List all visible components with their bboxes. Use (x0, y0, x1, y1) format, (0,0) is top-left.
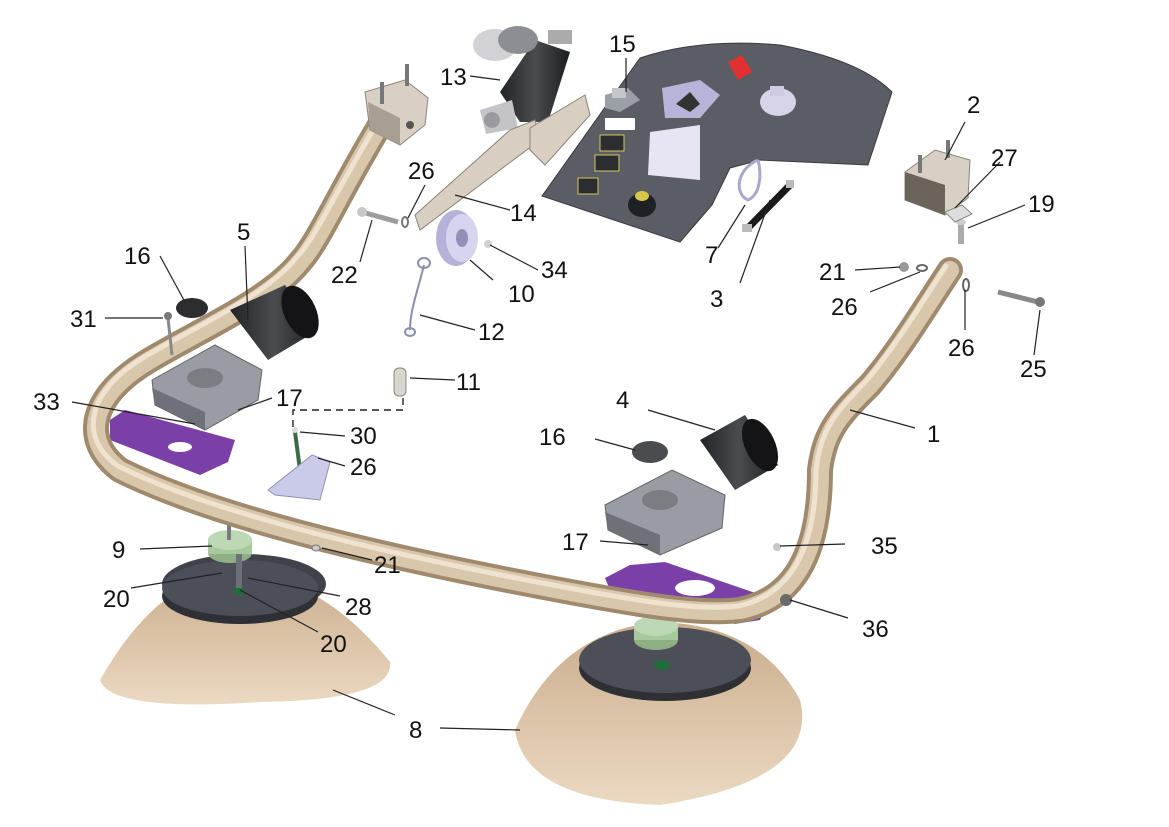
right-gearmotor (604, 415, 779, 556)
callout-20-left: 20 (103, 586, 130, 613)
callout-26-right-b: 26 (948, 335, 975, 362)
callout-25: 25 (1020, 356, 1047, 383)
callout-4: 4 (616, 387, 629, 414)
cable-7 (737, 158, 762, 202)
callout-36: 36 (862, 616, 889, 643)
callout-26-lower: 26 (350, 454, 377, 481)
callout-20-right: 20 (320, 631, 347, 658)
callout-21-left: 21 (374, 552, 401, 579)
right-hub (634, 616, 678, 650)
callout-16-right: 16 (539, 424, 566, 451)
left-hub (208, 524, 252, 588)
callout-11: 11 (456, 369, 481, 396)
callout-15: 15 (609, 31, 636, 58)
small-relay (605, 88, 640, 112)
callout-21-right: 21 (819, 259, 846, 286)
callout-16-left: 16 (124, 243, 151, 270)
callout-14: 14 (510, 200, 537, 227)
bolt-19 (956, 219, 966, 244)
stud-30 (292, 427, 302, 471)
callout-19: 19 (1028, 191, 1055, 218)
bracket-26-lower (267, 454, 331, 501)
callout-3: 3 (710, 286, 723, 313)
cap-16-right (632, 441, 668, 463)
knob-36 (780, 594, 792, 606)
control-panel (541, 42, 893, 243)
callout-13: 13 (440, 64, 467, 91)
callout-35: 35 (871, 533, 898, 560)
bolt-22 (357, 207, 399, 225)
panel-switch-1 (599, 134, 625, 152)
callout-31: 31 (70, 306, 97, 333)
callout-2: 2 (967, 92, 980, 119)
callout-12: 12 (478, 319, 505, 346)
callout-26-top: 26 (408, 158, 435, 185)
cable-12 (409, 264, 425, 331)
top-left-bracket (364, 64, 429, 146)
callout-30: 30 (350, 423, 377, 450)
callout-9: 9 (112, 537, 125, 564)
callout-28: 28 (345, 594, 372, 621)
linear-actuator (473, 26, 572, 134)
washer-26-right-b (962, 278, 970, 292)
red-button (728, 55, 752, 80)
callout-27: 27 (991, 145, 1018, 172)
callout-17-right: 17 (562, 529, 589, 556)
callout-7: 7 (705, 242, 718, 269)
right-bracket (904, 140, 971, 216)
nut-21-right (899, 262, 909, 272)
callout-22: 22 (331, 262, 358, 289)
left-gearmotor (151, 285, 319, 431)
callout-numbers: 1 2 3 4 5 7 8 9 10 11 12 13 14 15 16 16 … (33, 31, 1055, 744)
pulley (436, 210, 478, 266)
panel-switch-3 (577, 177, 599, 195)
bolt-25 (997, 289, 1045, 307)
spring (393, 367, 407, 397)
right-deck-cone (515, 622, 803, 805)
callout-5: 5 (237, 219, 250, 246)
callout-33: 33 (33, 389, 60, 416)
panel-switch-2 (594, 154, 620, 172)
ground-strap (742, 180, 794, 232)
cap-16-left (176, 298, 208, 318)
callout-26-right-a: 26 (831, 294, 858, 321)
left-deck-cone (100, 554, 391, 705)
leader-lines (71, 58, 1041, 731)
nut-35 (773, 543, 781, 551)
washer-26-top (401, 216, 409, 228)
callout-1: 1 (927, 421, 940, 448)
bolt-31 (164, 312, 174, 356)
nut-34 (484, 240, 492, 248)
callout-8: 8 (409, 717, 422, 744)
callout-17-left: 17 (276, 385, 303, 412)
callout-34: 34 (541, 257, 568, 284)
washer-21-left (311, 544, 321, 552)
callout-10: 10 (508, 281, 535, 308)
washer-26-right-a (916, 264, 928, 272)
left-purple-plate (110, 410, 235, 475)
